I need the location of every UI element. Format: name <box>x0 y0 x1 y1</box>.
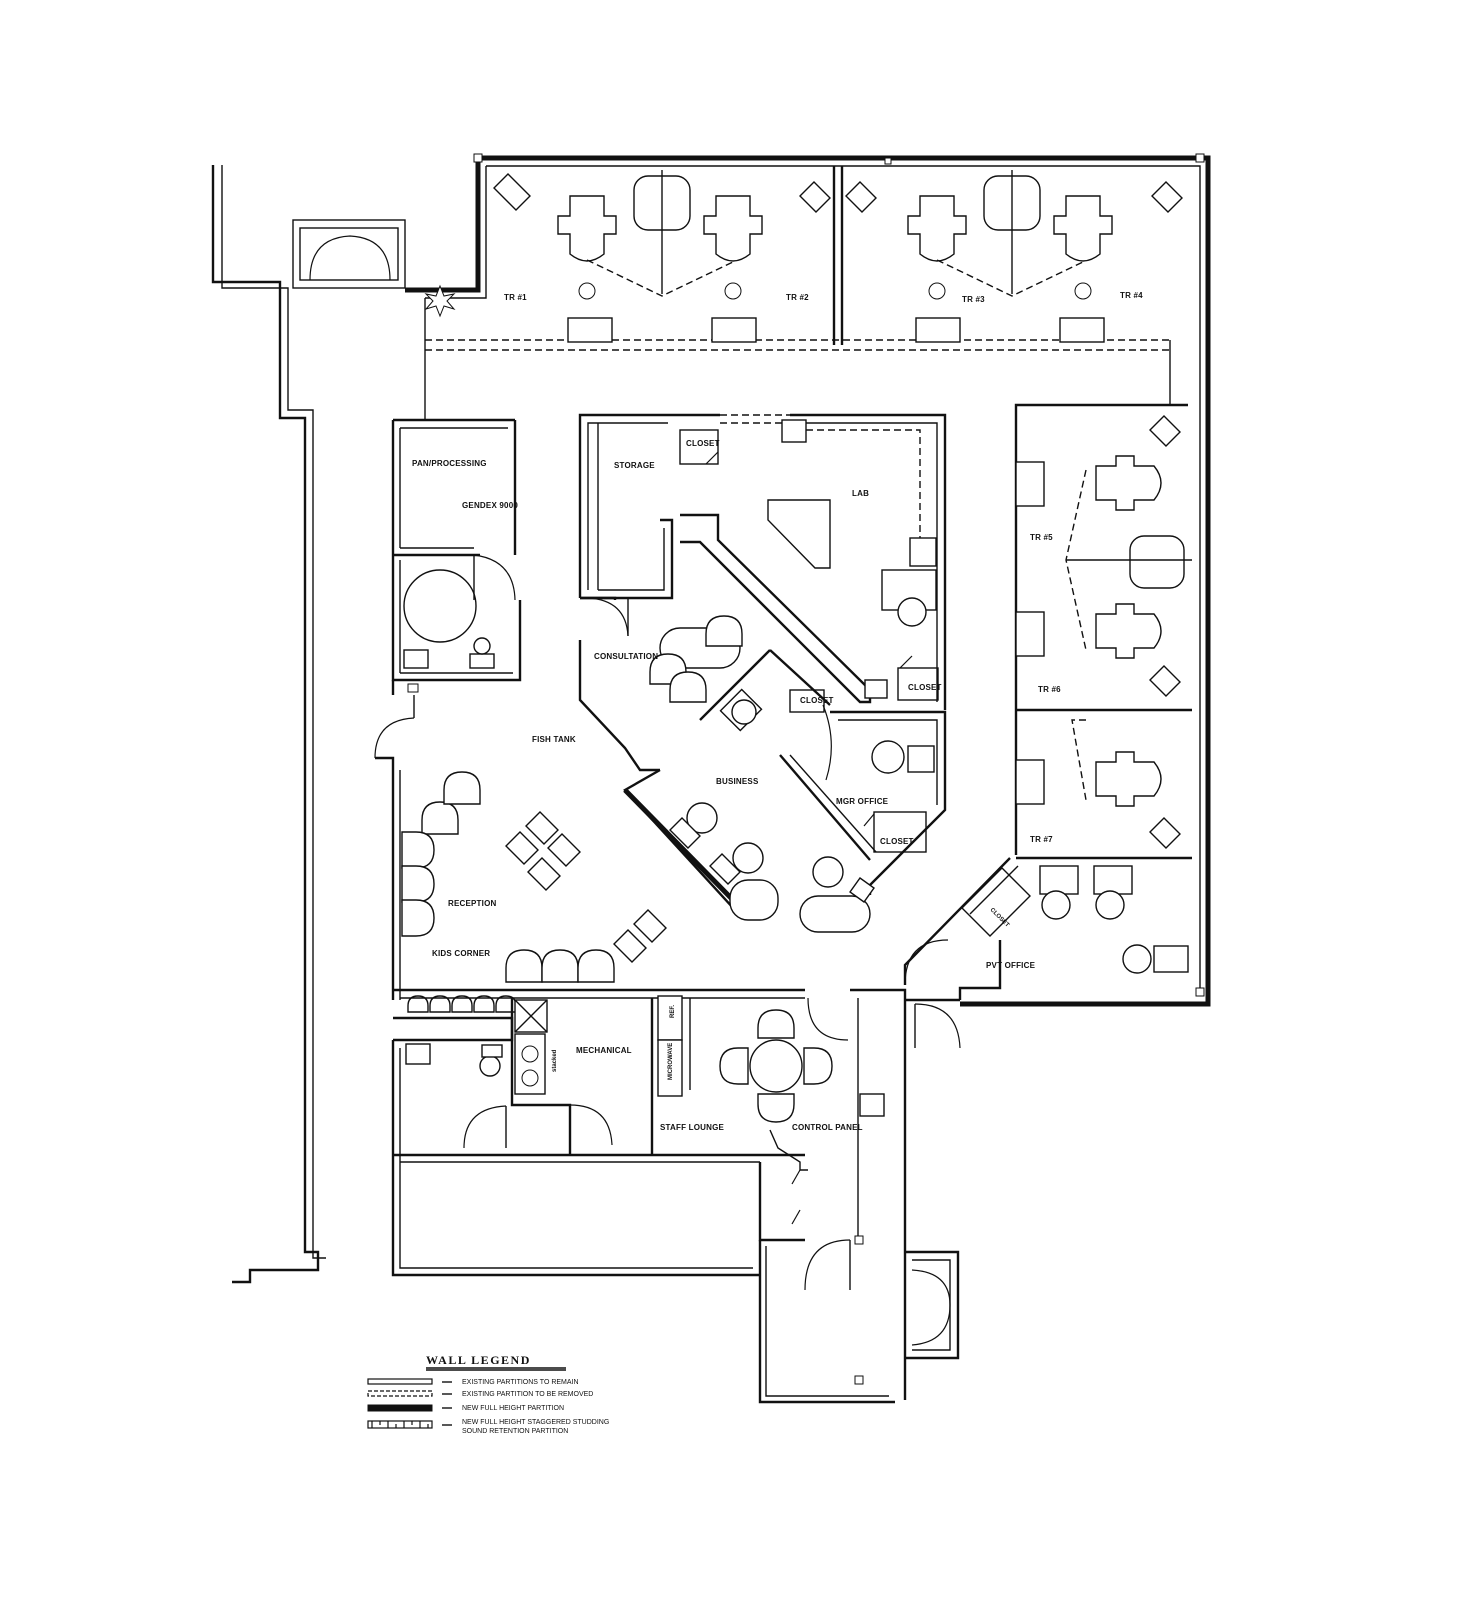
pvt-office <box>903 857 1189 1000</box>
label-staff-lounge: STAFF LOUNGE <box>660 1123 724 1132</box>
label-storage: STORAGE <box>614 461 655 470</box>
south-wing <box>391 988 961 1404</box>
label-control-panel: CONTROL PANEL <box>792 1123 863 1132</box>
label-microwave: MICROWAVE <box>668 1043 674 1080</box>
business-wing <box>578 596 947 933</box>
label-pvt-office: PVT OFFICE <box>986 961 1036 970</box>
label-closet-mgr: CLOSET <box>880 837 914 846</box>
label-stacked: stacked <box>552 1049 558 1072</box>
label-tr3: TR #3 <box>962 295 985 304</box>
label-closet-business: CLOSET <box>800 696 834 705</box>
legend-swatch-new <box>367 1404 433 1412</box>
label-tr4: TR #4 <box>1120 291 1143 300</box>
label-closet-storage: CLOSET <box>686 439 720 448</box>
label-tr2: TR #2 <box>786 293 809 302</box>
exterior-walls <box>211 153 1211 1284</box>
legend-title: WALL LEGEND <box>426 1353 531 1367</box>
treatment-rooms-top <box>424 166 1183 420</box>
label-mechanical: MECHANICAL <box>576 1046 632 1055</box>
treatment-rooms-right <box>1014 403 1192 860</box>
label-fish-tank: FISH TANK <box>532 735 576 744</box>
label-tr5: TR #5 <box>1030 533 1053 542</box>
legend-swatch-removed <box>367 1390 433 1397</box>
storage-lab-core <box>578 413 947 710</box>
pan-processing-restroom <box>391 418 522 693</box>
label-ref: REF. <box>670 1005 676 1018</box>
legend-item-2: EXISTING PARTITION TO BE REMOVED <box>462 1391 593 1398</box>
legend-item-3: NEW FULL HEIGHT PARTITION <box>462 1405 564 1412</box>
legend-item-4b: SOUND RETENTION PARTITION <box>462 1428 568 1435</box>
legend-swatch-staggered <box>367 1420 433 1429</box>
label-pan-processing: PAN/PROCESSING <box>412 459 487 468</box>
label-lab: LAB <box>852 489 869 498</box>
reception-area <box>374 680 667 1013</box>
label-closet-lab: CLOSET <box>908 683 942 692</box>
wall-legend: WALL LEGEND EXISTING PARTITIONS TO REMAI… <box>367 1353 609 1435</box>
legend-item-1: EXISTING PARTITIONS TO REMAIN <box>462 1379 579 1386</box>
label-business: BUSINESS <box>716 777 759 786</box>
label-consultation: CONSULTATION <box>594 652 658 661</box>
label-tr6: TR #6 <box>1038 685 1061 694</box>
legend-swatch-existing <box>367 1378 433 1385</box>
room-labels: TR #1 TR #2 TR #3 TR #4 TR #5 TR #6 TR #… <box>412 291 1143 1132</box>
label-tr7: TR #7 <box>1030 835 1053 844</box>
label-gendex: GENDEX 9000 <box>462 501 518 510</box>
label-kids-corner: KIDS CORNER <box>432 949 490 958</box>
legend-item-4: NEW FULL HEIGHT STAGGERED STUDDING <box>462 1419 609 1426</box>
label-reception: RECEPTION <box>448 899 496 908</box>
label-mgr-office: MGR OFFICE <box>836 797 889 806</box>
label-tr1: TR #1 <box>504 293 527 302</box>
